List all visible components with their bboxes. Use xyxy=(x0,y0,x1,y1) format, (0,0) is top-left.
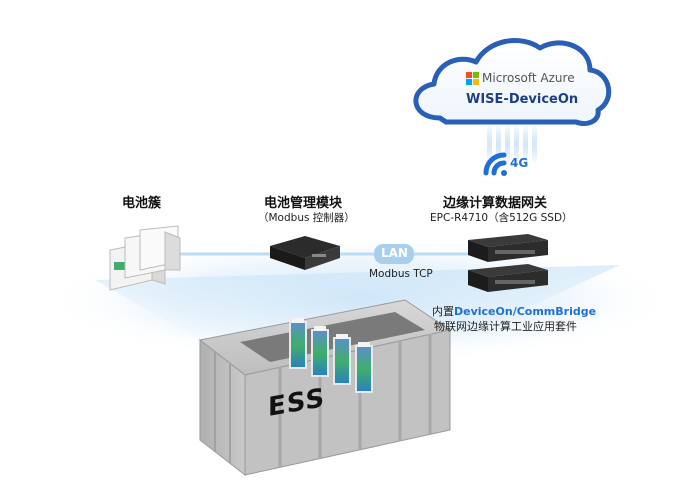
software-prefix: 内置 xyxy=(432,305,454,318)
signal-streaks xyxy=(487,124,537,164)
battery-cluster-title: 电池簇 xyxy=(122,196,162,211)
wifi-signal-icon xyxy=(483,152,507,176)
bms-title: 电池管理模块 xyxy=(264,196,343,211)
wireless-label: 4G xyxy=(510,156,529,170)
edge-gateway-subtitle: EPC-R4710（含512G SSD） xyxy=(430,212,573,224)
gateway-device-icon xyxy=(468,234,548,292)
cloud-icon xyxy=(413,38,612,126)
battery-rack-icon xyxy=(109,225,181,291)
software-product: DeviceOn/CommBridge xyxy=(454,305,597,318)
azure-logo-icon xyxy=(466,72,479,85)
software-description: 物联网边缘计算工业应用套件 xyxy=(434,320,577,333)
software-caption: 内置DeviceOn/CommBridge xyxy=(432,303,596,319)
controller-box-icon xyxy=(270,236,340,270)
lan-badge: LAN xyxy=(381,246,408,260)
azure-brand-label: Microsoft Azure xyxy=(482,71,575,85)
protocol-label: Modbus TCP xyxy=(369,268,433,280)
ess-container-icon xyxy=(198,299,452,477)
bms-subtitle: （Modbus 控制器） xyxy=(258,212,355,224)
edge-gateway-title: 边缘计算数据网关 xyxy=(443,196,548,211)
deviceon-product-label: WISE-DeviceOn xyxy=(466,92,579,107)
